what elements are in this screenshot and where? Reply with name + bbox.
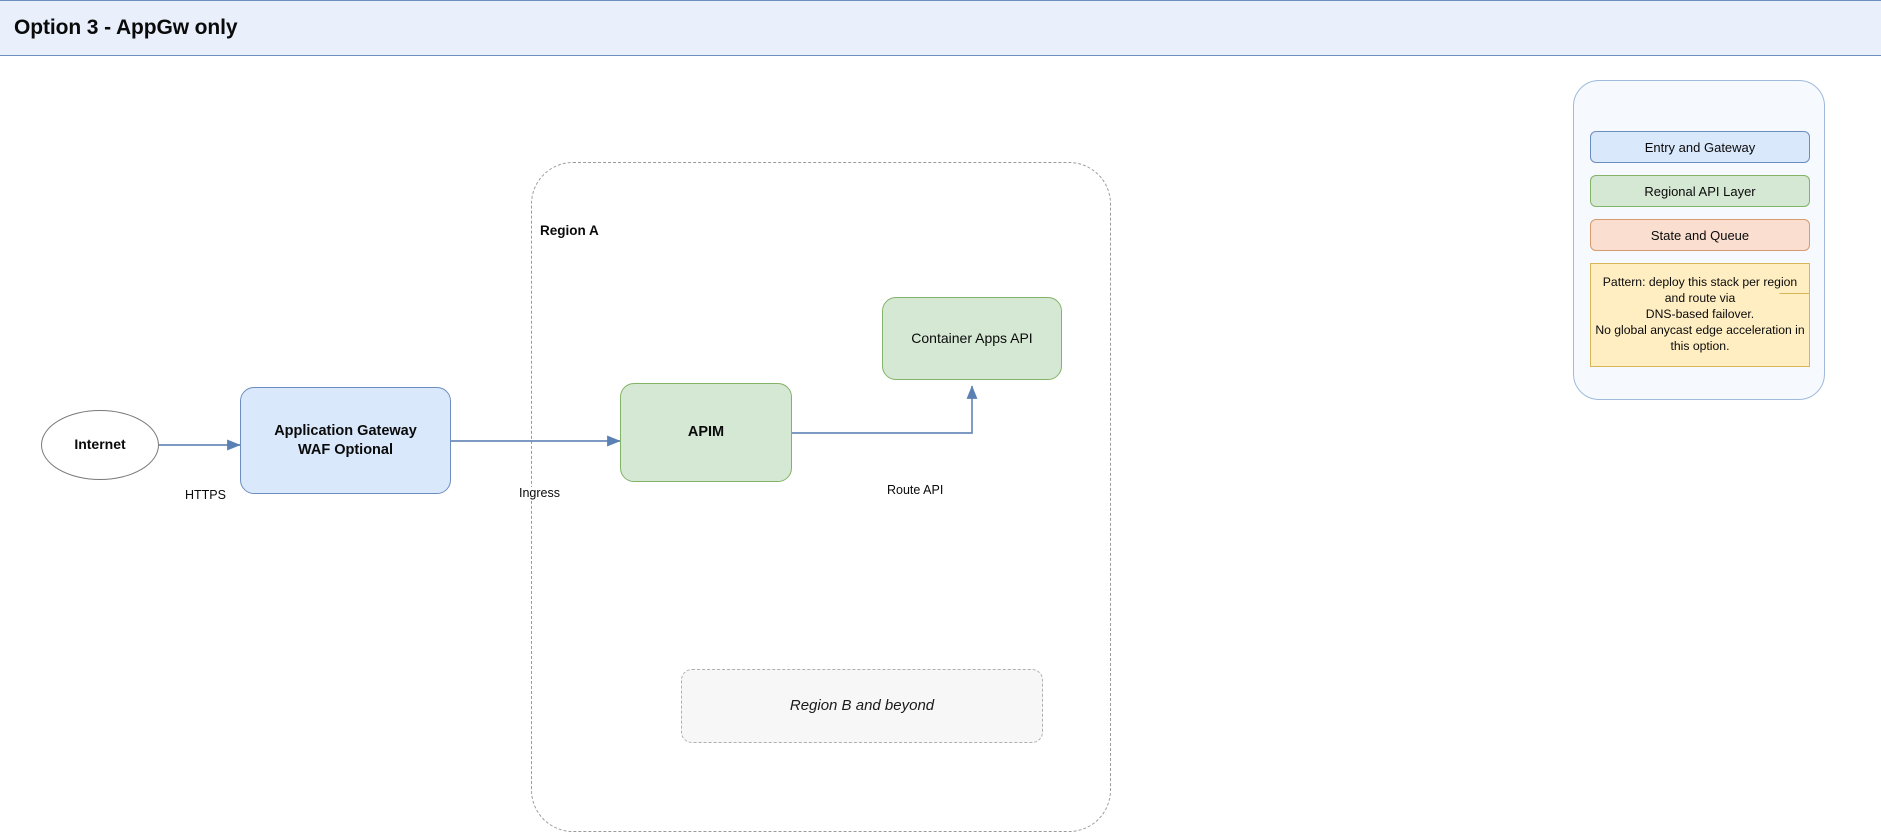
- header-bar: Option 3 - AppGw only: [0, 0, 1881, 56]
- node-region-b-and-beyond[interactable]: Region B and beyond: [681, 669, 1043, 743]
- region-a-label: Region A: [540, 223, 599, 238]
- legend-item-state-and-queue-label: State and Queue: [1650, 227, 1750, 243]
- legend-panel: Entry and Gateway Regional API Layer Sta…: [1573, 80, 1825, 400]
- node-internet[interactable]: Internet: [41, 410, 159, 480]
- node-application-gateway-label: Application Gateway WAF Optional: [274, 422, 417, 459]
- diagram-canvas: Region A Internet Application Gateway WA…: [0, 56, 1881, 832]
- edge-label-ingress: Ingress: [518, 486, 561, 500]
- node-container-apps-api-label: Container Apps API: [911, 329, 1033, 346]
- node-application-gateway-line2: WAF Optional: [297, 441, 394, 458]
- node-application-gateway[interactable]: Application Gateway WAF Optional: [240, 387, 451, 494]
- legend-item-entry-and-gateway-label: Entry and Gateway: [1644, 139, 1756, 155]
- legend-note-sticky[interactable]: Pattern: deploy this stack per region an…: [1590, 263, 1810, 367]
- legend-item-regional-api-layer-label: Regional API Layer: [1644, 183, 1756, 199]
- edge-label-route-api: Route API: [886, 483, 945, 497]
- legend-item-regional-api-layer[interactable]: Regional API Layer: [1590, 175, 1810, 207]
- legend-item-entry-and-gateway[interactable]: Entry and Gateway: [1590, 131, 1810, 163]
- node-internet-label: Internet: [74, 436, 126, 453]
- legend-item-state-and-queue[interactable]: State and Queue: [1590, 219, 1810, 251]
- node-application-gateway-line1: Application Gateway: [274, 422, 417, 439]
- node-region-b-label: Region B and beyond: [789, 697, 935, 715]
- edge-label-https: HTTPS: [184, 488, 227, 502]
- page-title: Option 3 - AppGw only: [14, 16, 238, 39]
- node-container-apps-api[interactable]: Container Apps API: [882, 297, 1062, 380]
- legend-note-line1: Pattern: deploy this stack per region an…: [1602, 275, 1798, 306]
- legend-note-line2: DNS-based failover.: [1645, 307, 1755, 322]
- node-apim[interactable]: APIM: [620, 383, 792, 482]
- legend-note-line3: No global anycast edge acceleration in t…: [1595, 322, 1805, 353]
- node-apim-label: APIM: [687, 424, 725, 441]
- legend-note-text: Pattern: deploy this stack per region an…: [1591, 275, 1809, 354]
